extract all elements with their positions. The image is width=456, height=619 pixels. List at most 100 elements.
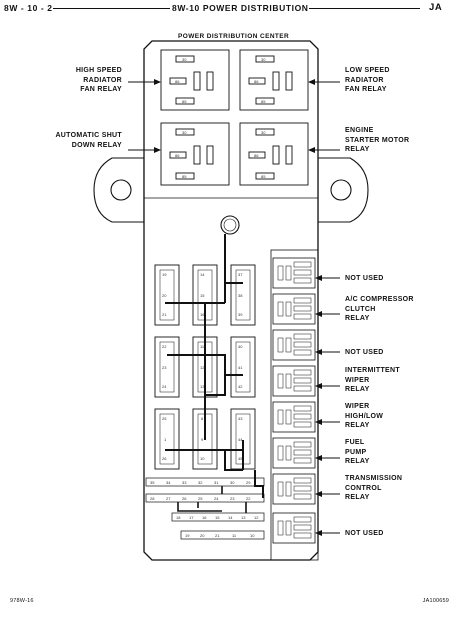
svg-text:16: 16 — [202, 515, 207, 520]
svg-text:25: 25 — [162, 416, 167, 421]
svg-text:15: 15 — [200, 293, 205, 298]
svg-text:30: 30 — [182, 130, 187, 135]
svg-text:1: 1 — [164, 437, 167, 442]
maxi-fuse-block — [154, 264, 256, 470]
label-high-speed-fan-relay: HIGH SPEED RADIATOR FAN RELAY — [75, 67, 122, 93]
svg-text:26: 26 — [182, 496, 187, 501]
svg-text:30: 30 — [230, 480, 235, 485]
svg-text:12: 12 — [254, 515, 259, 520]
footer-figure-code: 978W-16 — [10, 598, 34, 604]
svg-text:85: 85 — [261, 174, 266, 179]
svg-text:13: 13 — [200, 384, 205, 389]
svg-text:42: 42 — [238, 384, 243, 389]
svg-text:14: 14 — [200, 272, 205, 277]
label-intermittent-wiper-relay: INTERMITTENT WIPER RELAY — [345, 367, 400, 393]
svg-text:41: 41 — [238, 365, 243, 370]
svg-text:21: 21 — [162, 312, 167, 317]
svg-text:20: 20 — [200, 533, 205, 538]
page-header: 8W - 10 - 2 8W-10 POWER DISTRIBUTION JA — [0, 0, 456, 16]
svg-text:10: 10 — [200, 456, 205, 461]
label-ac-clutch-relay: A/C COMPRESSOR CLUTCH RELAY — [345, 296, 414, 322]
svg-text:32: 32 — [198, 480, 203, 485]
svg-text:43: 43 — [238, 416, 243, 421]
label-low-speed-fan-relay: LOW SPEED RADIATOR FAN RELAY — [345, 67, 390, 93]
svg-text:45: 45 — [238, 456, 243, 461]
svg-text:11: 11 — [200, 344, 205, 349]
svg-text:8: 8 — [201, 416, 204, 421]
svg-text:16: 16 — [200, 312, 205, 317]
mini-relay-column — [272, 257, 316, 544]
svg-text:9: 9 — [201, 437, 204, 442]
header-rule-right — [300, 8, 420, 10]
header-rule-left — [44, 8, 170, 10]
svg-text:22: 22 — [246, 496, 251, 501]
svg-text:12: 12 — [200, 365, 205, 370]
relay-cavity-numbers: 30 86 85 30 86 85 30 86 85 30 86 85 — [175, 57, 266, 179]
label-fuel-pump-relay: FUEL PUMP RELAY — [345, 439, 370, 465]
svg-text:30: 30 — [261, 130, 266, 135]
svg-text:27: 27 — [166, 496, 171, 501]
label-not-used-2: NOT USED — [345, 349, 384, 356]
page-number: 8W - 10 - 2 — [4, 2, 53, 14]
svg-text:85: 85 — [182, 174, 187, 179]
bus-bars — [165, 234, 264, 498]
relay-asd — [160, 122, 230, 186]
svg-text:18: 18 — [176, 515, 181, 520]
svg-text:40: 40 — [238, 344, 243, 349]
svg-text:19: 19 — [162, 272, 167, 277]
bottom-bus-links — [177, 486, 247, 513]
svg-text:20: 20 — [162, 293, 167, 298]
svg-text:85: 85 — [261, 99, 266, 104]
page-title: 8W-10 POWER DISTRIBUTION — [172, 2, 309, 14]
svg-text:86: 86 — [175, 79, 180, 84]
footer-illustration-code: JA100659 — [422, 598, 449, 604]
label-transmission-control-relay: TRANSMISSION CONTROL RELAY — [345, 475, 403, 501]
svg-text:44: 44 — [238, 437, 243, 442]
svg-text:31: 31 — [214, 480, 219, 485]
svg-text:19: 19 — [185, 533, 190, 538]
relay-starter — [239, 122, 309, 186]
svg-text:38: 38 — [238, 293, 243, 298]
svg-text:39: 39 — [238, 312, 243, 317]
svg-text:35: 35 — [150, 480, 155, 485]
svg-text:30: 30 — [182, 57, 187, 62]
label-not-used-3: NOT USED — [345, 530, 384, 537]
svg-text:86: 86 — [254, 153, 259, 158]
battery-stud — [220, 215, 240, 235]
mini-fuse-numbers: 35 34 33 32 31 30 29 28 27 26 25 24 23 2… — [150, 480, 259, 538]
svg-text:24: 24 — [162, 384, 167, 389]
relay-column-frame — [270, 249, 319, 561]
svg-text:11: 11 — [232, 533, 237, 538]
label-starter-relay: ENGINE STARTER MOTOR RELAY — [345, 127, 410, 153]
svg-text:10: 10 — [250, 533, 255, 538]
svg-text:25: 25 — [198, 496, 203, 501]
relay-low-speed-fan — [239, 49, 309, 111]
svg-text:21: 21 — [215, 533, 220, 538]
svg-text:85: 85 — [182, 99, 187, 104]
pdc-title: POWER DISTRIBUTION CENTER — [178, 33, 289, 40]
svg-text:24: 24 — [214, 496, 219, 501]
leader-lines — [128, 79, 340, 536]
maxi-fuse-numbers: 19 20 21 22 23 24 25 1 26 14 15 16 11 12… — [162, 272, 243, 461]
svg-text:23: 23 — [230, 496, 235, 501]
svg-text:37: 37 — [238, 272, 243, 277]
mounting-ear-left — [93, 157, 145, 223]
mini-relay-pins — [277, 261, 312, 539]
mounting-ear-right — [317, 157, 369, 223]
svg-text:34: 34 — [166, 480, 171, 485]
svg-text:22: 22 — [162, 344, 167, 349]
svg-text:14: 14 — [228, 515, 233, 520]
svg-text:30: 30 — [261, 57, 266, 62]
label-asd-relay: AUTOMATIC SHUT DOWN RELAY — [55, 132, 122, 149]
mini-fuse-rows — [145, 477, 265, 540]
label-wiper-high-low-relay: WIPER HIGH/LOW RELAY — [345, 403, 384, 429]
svg-text:29: 29 — [246, 480, 251, 485]
svg-text:86: 86 — [175, 153, 180, 158]
svg-text:28: 28 — [150, 496, 155, 501]
svg-text:17: 17 — [189, 515, 194, 520]
label-not-used-1: NOT USED — [345, 275, 384, 282]
svg-text:33: 33 — [182, 480, 187, 485]
vehicle-code: JA — [429, 2, 443, 14]
